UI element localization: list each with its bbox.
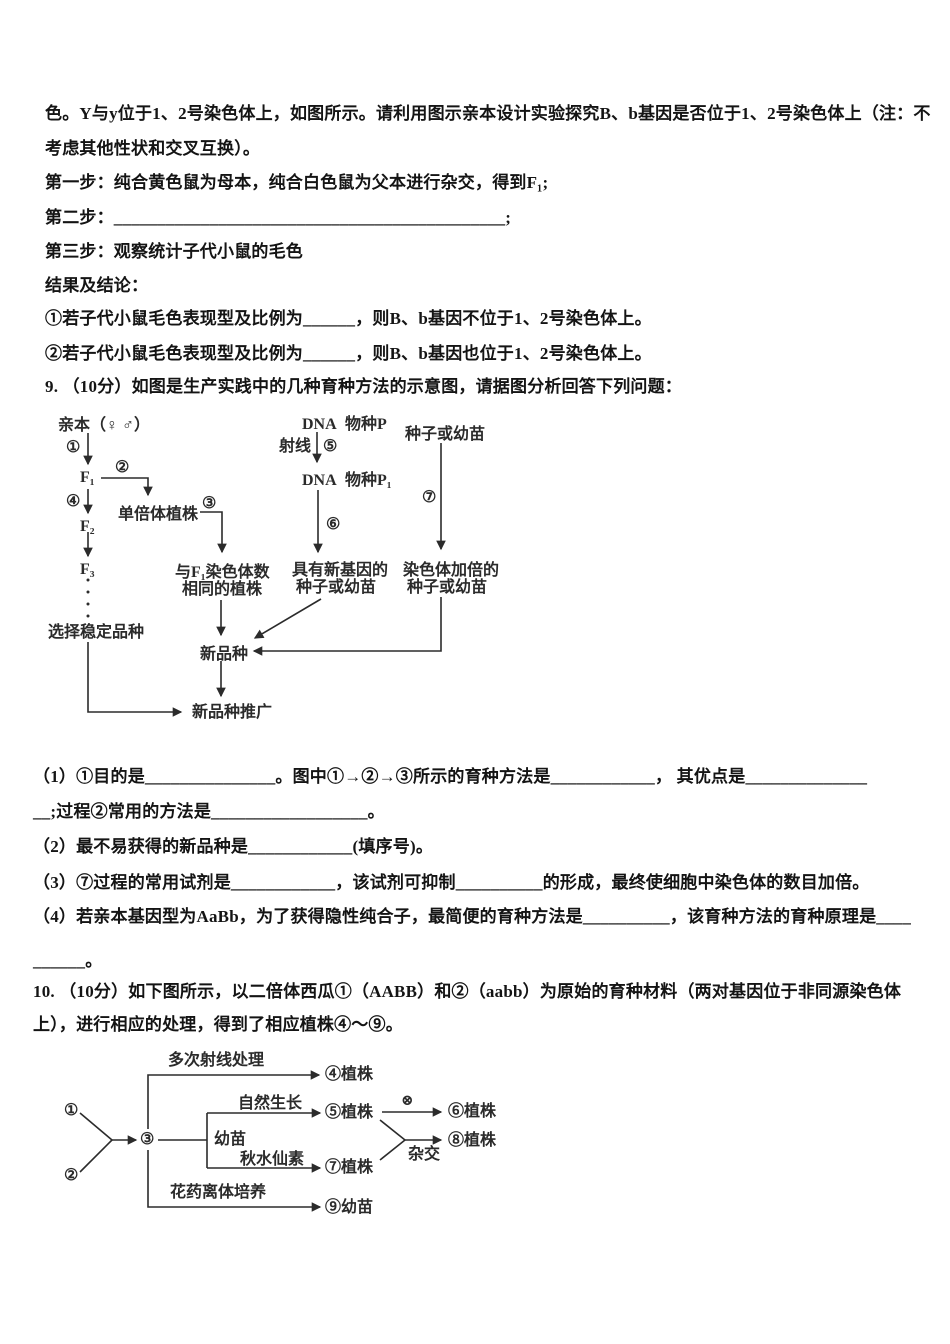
q9-label-f1: F₁	[80, 469, 95, 486]
q8-step3: 第三步：观察统计子代小鼠的毛色	[45, 242, 303, 261]
q9-label-new-gene-2: 种子或幼苗	[296, 579, 377, 596]
q9-label-parents: 亲本（♀ ♂）	[58, 417, 151, 434]
q9-label-new-gene-1: 具有新基因的	[292, 562, 389, 579]
q9-label-f3: F₃	[80, 561, 95, 578]
q9-label-f2: F₂	[80, 518, 95, 535]
q9-circle3-icon: ③	[202, 495, 217, 512]
q10-label-natural-growth: 自然生长	[238, 1095, 303, 1112]
q10-label-plant6: ⑥植株	[448, 1103, 497, 1120]
q10-label-hybridize: 杂交	[408, 1146, 441, 1163]
q10-selfing-icon: ⊗	[401, 1093, 414, 1109]
q9-sub1-line2: __;过程②常用的方法是__________________。	[33, 802, 385, 821]
q10-label-plant7: ⑦植株	[325, 1159, 374, 1176]
q10-heading-line1: 10. （10分）如下图所示，以二倍体西瓜①（AABB）和②（aabb）为原始的…	[33, 982, 902, 1001]
q9-label-dna-bottom: DNA	[302, 472, 337, 489]
q9-circle7-icon: ⑦	[422, 489, 437, 506]
q9-label-new-variety: 新品种	[200, 646, 249, 663]
q9-circle6-icon: ⑥	[326, 516, 341, 533]
q8-result1: ①若子代小鼠毛色表现型及比例为______，则B、b基因不位于1、2号染色体上。	[45, 309, 652, 328]
q9-label-promotion: 新品种推广	[192, 704, 273, 721]
q9-diagram-lines	[83, 432, 446, 717]
q8-intro-line1: 色。Y与y位于1、2号染色体上，如图所示。请利用图示亲本设计实验探究B、b基因是…	[45, 104, 931, 123]
q9-sub1-line1: （1）①目的是_______________。图中①→②→③所示的育种方法是__…	[33, 767, 868, 786]
q10-diagram-lines	[79, 1070, 443, 1212]
q10-heading-line2: 上），进行相应的处理，得到了相应植株④～⑨。	[33, 1015, 403, 1034]
q10-circle1-icon: ①	[64, 1102, 79, 1119]
q9-circle2-icon: ②	[115, 459, 130, 476]
q10-label-plant8: ⑧植株	[448, 1132, 497, 1149]
q9-label-same-chrom-1: 与F₁染色体数	[175, 564, 270, 581]
q8-step2-blank: 第二步：____________________________________…	[45, 208, 512, 227]
q9-circle5-icon: ⑤	[323, 438, 338, 455]
q9-sub4-line2: ______。	[33, 951, 103, 970]
q9-sub2: （2）最不易获得的新品种是____________(填序号)。	[33, 837, 434, 856]
q10-circle3-icon: ③	[140, 1131, 155, 1148]
q8-intro-line2: 考虑其他性状和交叉互换）。	[45, 139, 261, 158]
q9-label-haploid: 单倍体植株	[118, 506, 199, 523]
q9-label-ray: 射线	[279, 438, 312, 455]
q8-result2: ②若子代小鼠毛色表现型及比例为______，则B、b基因也位于1、2号染色体上。	[45, 344, 652, 363]
q9-label-same-chrom-2: 相同的植株	[182, 581, 263, 598]
q10-circle2-icon: ②	[64, 1167, 79, 1184]
q10-label-colchicine: 秋水仙素	[240, 1151, 305, 1168]
q9-label-seed-seedling: 种子或幼苗	[405, 426, 486, 443]
q10-label-plant9: ⑨幼苗	[325, 1199, 374, 1216]
q9-label-dna-top: DNA	[302, 416, 337, 433]
q9-breeding-diagram: 亲本（♀ ♂） ① F₁ ② ④ F₂ F₃ 单倍体植株 ③ 与F₁染色体数 相…	[45, 410, 520, 735]
q9-label-species-p1: 物种P₁	[345, 472, 392, 489]
q8-results-heading: 结果及结论：	[45, 276, 149, 295]
q9-sub4-line1: （4）若亲本基因型为AaBb，为了获得隐性纯合子，最简便的育种方法是______…	[33, 907, 912, 926]
q9-heading: 9. （10分）如图是生产实践中的几种育种方法的示意图，请据图分析回答下列问题：	[45, 377, 682, 396]
q9-label-species-p: 物种P	[345, 416, 387, 433]
q9-label-doubled-1: 染色体加倍的	[403, 562, 500, 579]
q9-label-select-stable: 选择稳定品种	[48, 624, 145, 641]
q10-watermelon-diagram: ① ② ③ 多次射线处理 ④植株 幼苗 自然生长 ⑤植株 秋水仙素 ⑦植株 ⊗ …	[55, 1050, 525, 1225]
q9-label-doubled-2: 种子或幼苗	[407, 579, 488, 596]
q9-circle1-icon: ①	[66, 439, 81, 456]
q9-sub3: （3）⑦过程的常用试剂是____________，该试剂可抑制_________…	[33, 873, 870, 892]
q10-label-anther-culture: 花药离体培养	[170, 1184, 267, 1201]
q10-label-plant4: ④植株	[325, 1066, 374, 1083]
q10-label-ray-treatment: 多次射线处理	[168, 1052, 265, 1069]
q10-label-plant5: ⑤植株	[325, 1104, 374, 1121]
q9-circle4-icon: ④	[66, 493, 81, 510]
q10-label-seedling: 幼苗	[214, 1131, 247, 1148]
q8-step1: 第一步：纯合黄色鼠为母本，纯合白色鼠为父本进行杂交，得到F₁;	[45, 173, 549, 192]
